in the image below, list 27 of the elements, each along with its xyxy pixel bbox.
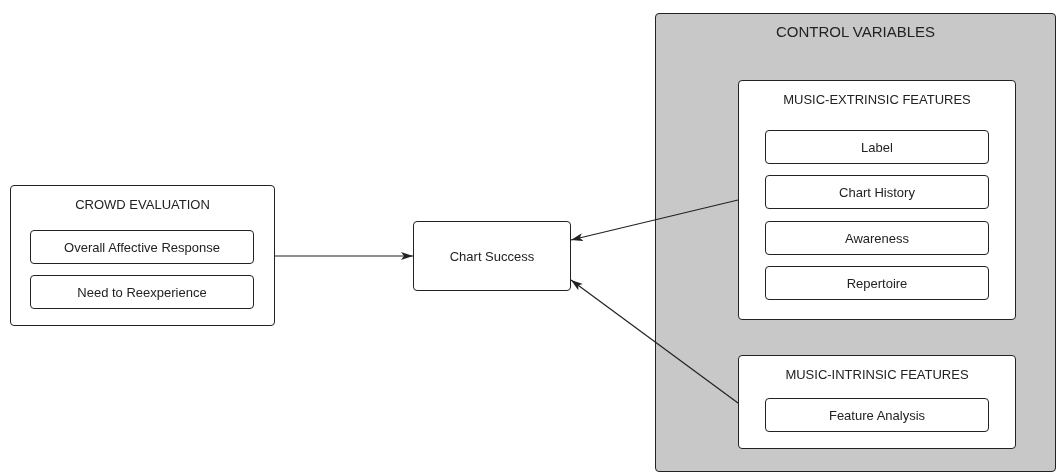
box-label: Overall Affective Response (64, 239, 220, 255)
box-label: Chart Success (449, 248, 535, 264)
item-box (765, 266, 989, 300)
item-box (765, 130, 989, 164)
item-box (30, 230, 254, 264)
group-title: MUSIC-EXTRINSIC FEATURES (783, 92, 971, 107)
group-title: CROWD EVALUATION (75, 197, 210, 212)
group-title: CONTROL VARIABLES (775, 23, 936, 40)
box-label: Repertoire (846, 275, 908, 291)
arrow (274, 252, 414, 260)
item-box (765, 398, 989, 432)
arrow (570, 279, 739, 404)
item-box (30, 275, 254, 309)
box-label: Label (861, 139, 893, 155)
box-label: Feature Analysis (828, 407, 926, 423)
group-box (738, 355, 1016, 449)
panel-background (655, 13, 1056, 472)
item-box (765, 221, 989, 255)
group-title: MUSIC-INTRINSIC FEATURES (785, 367, 969, 382)
arrow (570, 199, 739, 242)
group-box (738, 80, 1016, 320)
group-box (10, 185, 275, 326)
item-box (765, 175, 989, 209)
box-label: Need to Reexperience (77, 284, 207, 300)
outcome-box (413, 221, 571, 291)
box-label: Chart History (839, 184, 915, 200)
box-label: Awareness (844, 230, 910, 246)
